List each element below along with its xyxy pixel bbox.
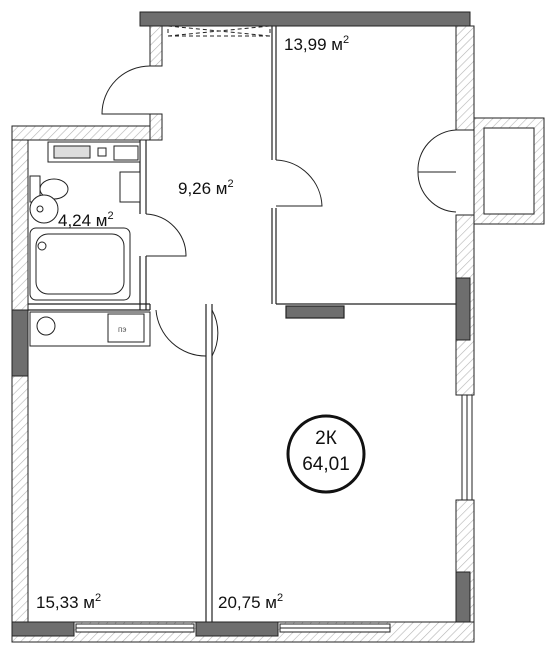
bathroom-fixtures	[29, 141, 141, 301]
apartment-badge: 2К 64,01	[286, 414, 366, 494]
kitchen-door	[155, 309, 207, 357]
room-area-bathroom: 4,24 м2	[58, 210, 114, 230]
balcony-door-top	[417, 129, 457, 173]
room-labels: 13,99 м2 9,26 м2 4,24 м2 15,33 м2 20,75 …	[36, 34, 349, 612]
stove-icon	[107, 313, 145, 343]
doors	[101, 25, 457, 357]
balcony	[473, 117, 545, 225]
room-door	[275, 159, 323, 207]
top-wall	[139, 11, 471, 27]
apartment-type: 2К	[315, 428, 337, 449]
sink-icon	[29, 194, 59, 224]
room-area-living-room: 20,75 м2	[218, 592, 283, 612]
bathroom-top-wall	[11, 125, 163, 141]
room-area-balcony-side: 13,99 м2	[284, 34, 349, 54]
balcony-door-bottom	[417, 171, 457, 213]
room-area-kitchen: 15,33 м2	[36, 592, 101, 612]
windows	[75, 394, 473, 633]
entry-wall-stub-top	[149, 25, 163, 67]
left-wall	[11, 125, 29, 633]
bottom-wall-column-mid	[195, 621, 279, 637]
kitchen-sink-icon	[36, 316, 56, 336]
entry-wall-stub-bottom	[149, 113, 163, 141]
right-wall-column	[455, 277, 471, 341]
living-door	[211, 309, 219, 357]
room-area-hallway: 9,26 м2	[178, 178, 234, 198]
entry-door	[101, 65, 151, 115]
apartment-total-area: 64,01	[302, 454, 350, 475]
bottom-wall-column-left	[11, 621, 75, 637]
stove-label: пэ	[118, 325, 126, 334]
left-wall-column	[11, 309, 29, 377]
bathroom-door	[145, 213, 187, 257]
interior-walls	[28, 26, 456, 622]
right-wall-upper	[455, 25, 475, 131]
kitchen-fixtures: пэ	[29, 311, 151, 347]
interior-column	[285, 305, 345, 319]
cabinet	[119, 171, 141, 203]
exterior-walls	[11, 11, 475, 643]
